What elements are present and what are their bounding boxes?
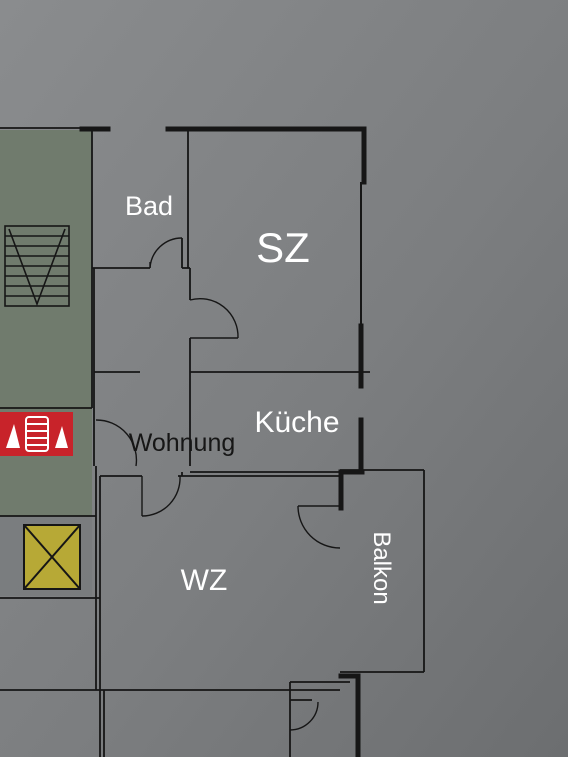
stair-core bbox=[0, 130, 92, 516]
room-label-wz: WZ bbox=[181, 564, 228, 597]
elevator-shaft-icon bbox=[23, 524, 81, 590]
door-swings bbox=[95, 237, 341, 731]
room-label-balkon: Balkon bbox=[368, 531, 395, 604]
room-label-wohnung: Wohnung bbox=[129, 429, 236, 457]
staircase-icon bbox=[4, 225, 70, 307]
fire-extinguisher-sign-icon bbox=[0, 412, 73, 456]
room-label-bad: Bad bbox=[125, 191, 173, 221]
interior-walls bbox=[0, 127, 425, 757]
room-label-kueche: Küche bbox=[254, 406, 339, 439]
exterior-walls bbox=[79, 126, 367, 757]
room-label-sz: SZ bbox=[256, 224, 310, 271]
